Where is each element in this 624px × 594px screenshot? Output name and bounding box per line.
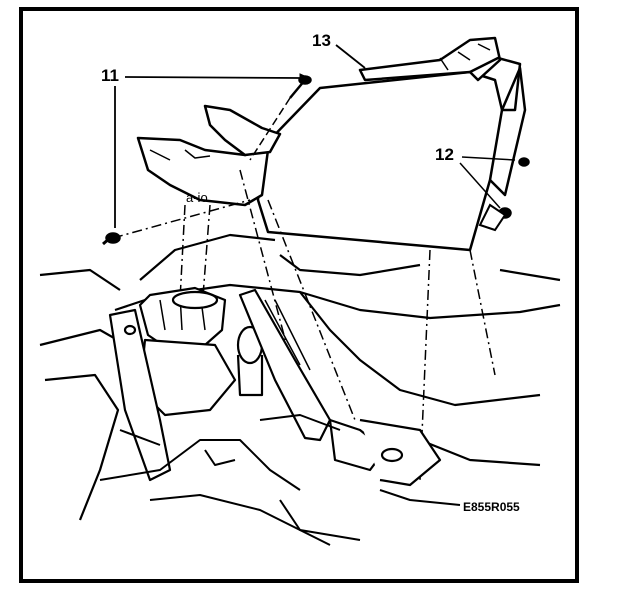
callout-13: 13 bbox=[312, 31, 331, 50]
gear-lever-assembly bbox=[108, 286, 264, 482]
handbrake-assembly bbox=[238, 288, 442, 487]
trim-panel bbox=[136, 104, 282, 207]
floor-details bbox=[99, 414, 461, 546]
sub-label: a-io bbox=[186, 190, 208, 205]
figure-code: E855R055 bbox=[463, 500, 520, 514]
console-cover-13 bbox=[256, 36, 527, 252]
callout-11: 11 bbox=[101, 66, 119, 85]
figure-border bbox=[19, 7, 579, 583]
callout-12: 12 bbox=[435, 145, 454, 164]
